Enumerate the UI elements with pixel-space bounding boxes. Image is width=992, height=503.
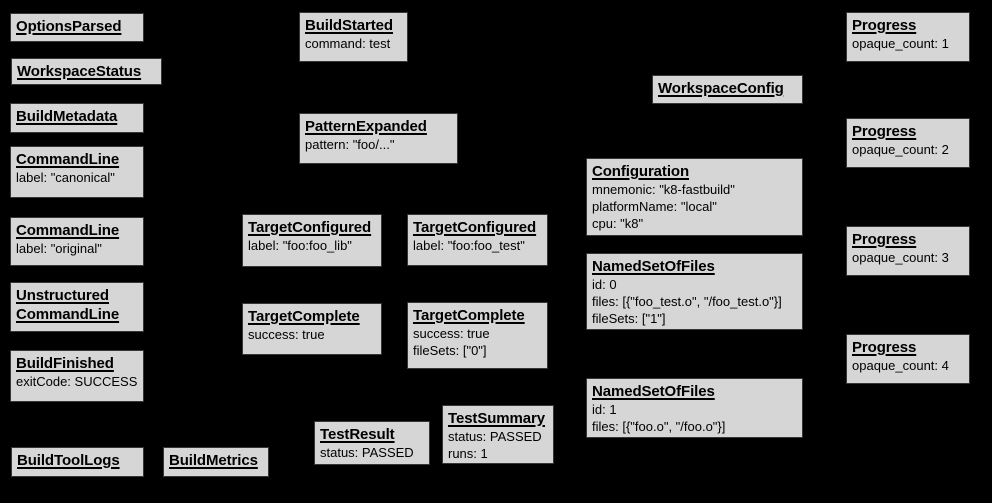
event-attribute: files: [{"foo_test.o", "/foo_test.o"}]	[592, 294, 782, 309]
event-node-progress: Progress opaque_count: 4	[846, 334, 970, 384]
event-attribute: label: "original"	[16, 241, 102, 256]
event-attribute: success: true	[248, 327, 325, 342]
event-node-workspaceconfig: WorkspaceConfig	[652, 75, 803, 104]
event-node-namedsetoffiles: NamedSetOfFiles id: 1 files: [{"foo.o", "/…	[586, 378, 803, 438]
event-attribute: fileSets: ["0"]	[413, 343, 487, 358]
event-attribute: opaque_count: 4	[852, 358, 949, 373]
event-title: Progress	[852, 231, 917, 248]
event-node-testsummary: TestSummary status: PASSED runs: 1	[442, 405, 554, 464]
event-title: Progress	[852, 17, 917, 34]
event-title: TestResult	[320, 426, 395, 443]
event-attribute: id: 1	[592, 402, 617, 417]
event-title: NamedSetOfFiles	[592, 258, 715, 275]
event-attribute: label: "canonical"	[16, 170, 115, 185]
event-title: TargetConfigured	[248, 219, 372, 236]
event-title: Unstructured CommandLine	[16, 287, 120, 323]
event-node-progress: Progress opaque_count: 1	[846, 12, 970, 62]
event-title: Progress	[852, 123, 917, 140]
event-node-testresult: TestResult status: PASSED	[314, 421, 430, 465]
event-attribute: cpu: "k8"	[592, 216, 644, 231]
event-attribute: opaque_count: 2	[852, 142, 949, 157]
event-node-targetconfigured: TargetConfigured label: "foo:foo_lib"	[242, 214, 382, 267]
event-title: TargetConfigured	[413, 219, 537, 236]
event-title: TargetComplete	[413, 307, 525, 324]
event-title: PatternExpanded	[305, 118, 427, 135]
event-attribute: opaque_count: 3	[852, 250, 949, 265]
event-title: TargetComplete	[248, 308, 360, 325]
event-title: OptionsParsed	[16, 18, 122, 35]
event-node-progress: Progress opaque_count: 3	[846, 226, 970, 276]
event-attribute: pattern: "foo/..."	[305, 137, 395, 152]
event-attribute: mnemonic: "k8-fastbuild"	[592, 182, 735, 197]
event-node-commandline: CommandLine label: "original"	[10, 217, 144, 266]
event-attribute: runs: 1	[448, 446, 488, 461]
event-node-buildtoollogs: BuildToolLogs	[11, 447, 144, 477]
event-node-targetcomplete: TargetComplete success: true fileSets: ["0…	[407, 302, 548, 369]
event-attribute: status: PASSED	[320, 445, 414, 460]
event-title: BuildToolLogs	[17, 452, 120, 469]
event-title: BuildMetadata	[16, 108, 118, 125]
event-node-optionsparsed: OptionsParsed	[10, 13, 144, 42]
event-node-namedsetoffiles: NamedSetOfFiles id: 0 files: [{"foo_test.o…	[586, 253, 803, 330]
event-title: CommandLine	[16, 222, 120, 239]
event-attribute: fileSets: ["1"]	[592, 311, 666, 326]
event-attribute: platformName: "local"	[592, 199, 717, 214]
event-attribute: exitCode: SUCCESS	[16, 374, 138, 389]
event-attribute: opaque_count: 1	[852, 36, 949, 51]
event-title: Progress	[852, 339, 917, 356]
event-title: NamedSetOfFiles	[592, 383, 715, 400]
event-node-progress: Progress opaque_count: 2	[846, 118, 970, 168]
event-node-buildmetadata: BuildMetadata	[10, 103, 144, 133]
event-node-buildmetrics: BuildMetrics	[163, 447, 269, 477]
event-node-targetcomplete: TargetComplete success: true	[242, 303, 382, 355]
event-attribute: files: [{"foo.o", "/foo.o"}]	[592, 419, 726, 434]
event-title: WorkspaceStatus	[17, 63, 142, 80]
event-node-workspacestatus: WorkspaceStatus	[11, 58, 162, 85]
event-title: CommandLine	[16, 151, 120, 168]
event-node-buildstarted: BuildStarted command: test	[299, 12, 408, 62]
event-title: BuildStarted	[305, 17, 393, 34]
event-title: WorkspaceConfig	[658, 80, 784, 97]
event-attribute: label: "foo:foo_test"	[413, 238, 525, 253]
event-node-buildfinished: BuildFinished exitCode: SUCCESS	[10, 350, 144, 402]
event-node-commandline: CommandLine label: "canonical"	[10, 146, 144, 198]
event-attribute: success: true	[413, 326, 490, 341]
event-node-unstructured-commandline: Unstructured CommandLine	[10, 282, 144, 332]
event-attribute: label: "foo:foo_lib"	[248, 238, 352, 253]
event-node-patternexpanded: PatternExpanded pattern: "foo/..."	[299, 113, 458, 164]
event-attribute: id: 0	[592, 277, 617, 292]
event-node-configuration: Configuration mnemonic: "k8-fastbuild" pla…	[586, 158, 803, 236]
event-title: BuildMetrics	[169, 452, 258, 469]
event-attribute: command: test	[305, 36, 391, 51]
event-node-targetconfigured: TargetConfigured label: "foo:foo_test"	[407, 214, 548, 266]
event-attribute: status: PASSED	[448, 429, 542, 444]
event-title: BuildFinished	[16, 355, 114, 372]
event-title: TestSummary	[448, 410, 545, 427]
event-title: Configuration	[592, 163, 690, 180]
